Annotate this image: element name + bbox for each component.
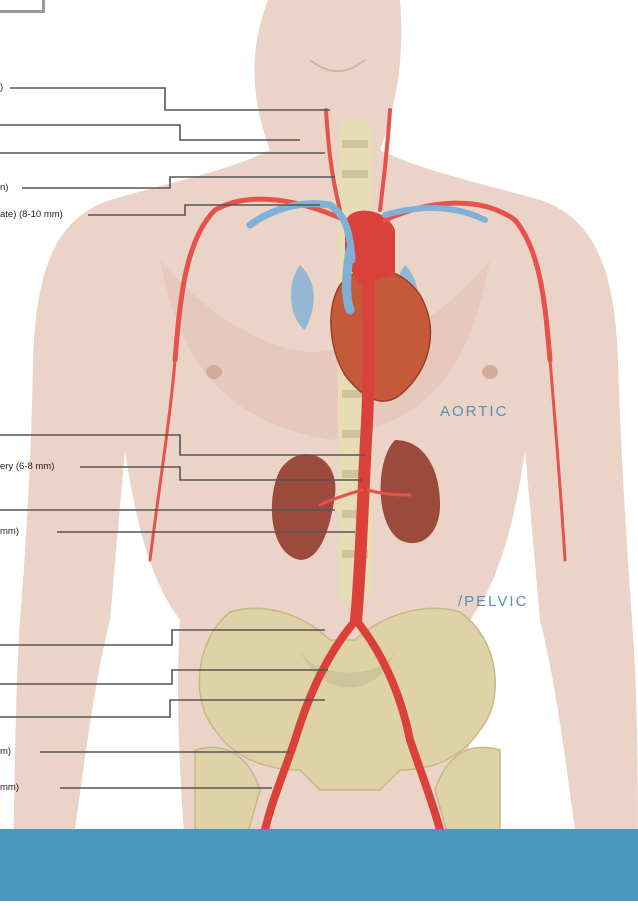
- right-nipple: [482, 365, 498, 379]
- bottom-band: [0, 829, 638, 901]
- section-label-aortic: AORTIC: [440, 403, 508, 420]
- section-label-iliac-pelvic: /PELVIC: [458, 593, 528, 610]
- callout-4: n): [0, 182, 8, 194]
- left-nipple: [206, 365, 222, 379]
- callout-5: ate) (8-10 mm): [0, 209, 63, 221]
- corner-box: [0, 0, 45, 13]
- callout-1: ): [0, 82, 3, 94]
- callout-14: mm): [0, 782, 19, 794]
- leader-2: [0, 125, 300, 140]
- callout-13: m): [0, 746, 11, 758]
- callout-9: mm): [0, 526, 19, 538]
- callout-7: ery (6-8 mm): [0, 461, 54, 473]
